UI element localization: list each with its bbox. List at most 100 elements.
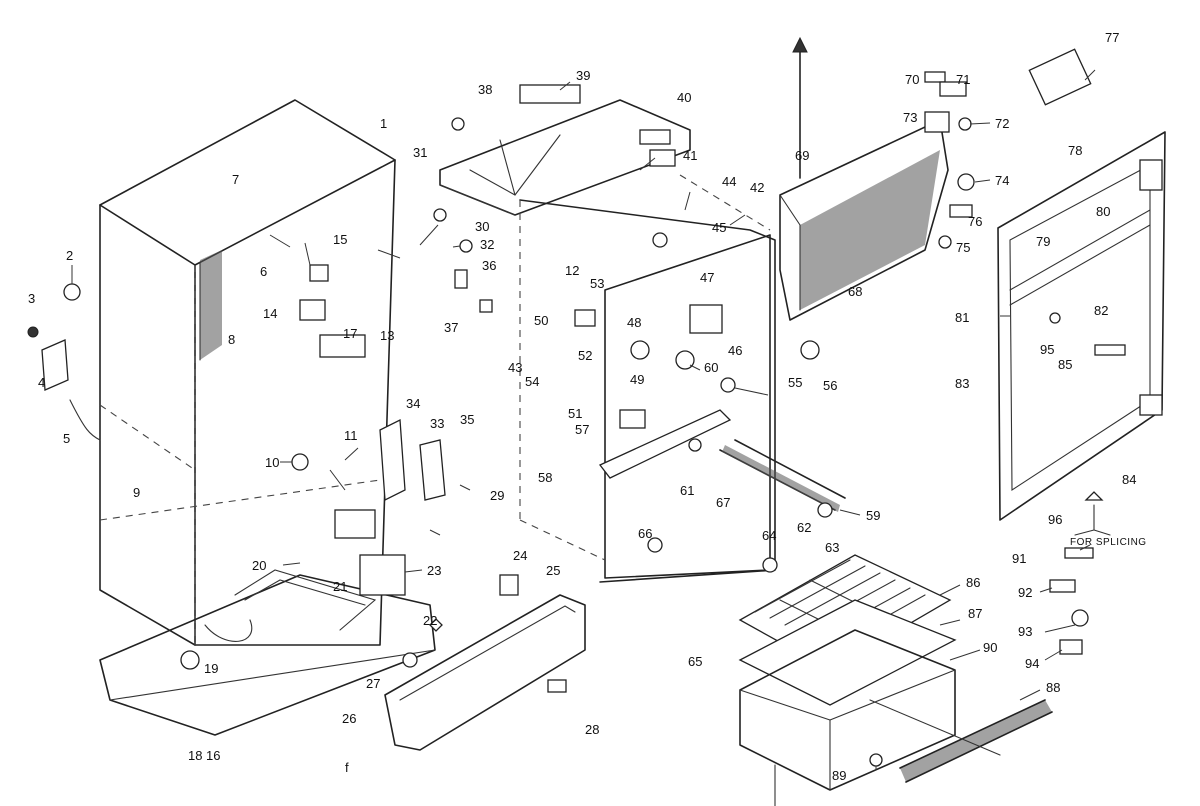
label-3: 3 xyxy=(28,291,35,306)
label-61: 61 xyxy=(680,483,694,498)
small-parts xyxy=(27,48,1126,806)
label-45: 45 xyxy=(712,220,726,235)
label-53: 53 xyxy=(590,276,604,291)
freezer-liner xyxy=(519,174,846,583)
label-93: 93 xyxy=(1018,624,1032,639)
label-69: 69 xyxy=(795,148,809,163)
label-88: 88 xyxy=(1046,680,1060,695)
splicing-note: FOR SPLICING xyxy=(1070,537,1147,548)
label-25: 25 xyxy=(546,563,560,578)
label-5: 5 xyxy=(63,431,70,446)
label-12: 12 xyxy=(565,263,579,278)
label-6: 6 xyxy=(260,264,267,279)
label-31: 31 xyxy=(413,145,427,160)
label-14: 14 xyxy=(263,306,277,321)
label-35: 35 xyxy=(460,412,474,427)
label-40: 40 xyxy=(677,90,691,105)
label-85: 85 xyxy=(1058,357,1072,372)
label-86: 86 xyxy=(966,575,980,590)
label-75: 75 xyxy=(956,240,970,255)
label-26: 26 xyxy=(342,711,356,726)
label-84: 84 xyxy=(1122,472,1136,487)
label-8: 8 xyxy=(228,332,235,347)
label-92: 92 xyxy=(1018,585,1032,600)
label-37: 37 xyxy=(444,320,458,335)
label-10: 10 xyxy=(265,455,279,470)
label-34: 34 xyxy=(406,396,420,411)
label-28: 28 xyxy=(585,722,599,737)
label-32: 32 xyxy=(480,237,494,252)
label-38: 38 xyxy=(478,82,492,97)
label-65: 65 xyxy=(688,654,702,669)
label-59: 59 xyxy=(866,508,880,523)
label-90: 90 xyxy=(983,640,997,655)
label-78: 78 xyxy=(1068,143,1082,158)
label-27: 27 xyxy=(366,676,380,691)
label-13: 13 xyxy=(380,328,394,343)
ice-tray-assembly xyxy=(738,554,1053,791)
label-76: 76 xyxy=(968,214,982,229)
label-74: 74 xyxy=(995,173,1009,188)
label-55: 55 xyxy=(788,375,802,390)
label-22: 22 xyxy=(423,613,437,628)
label-29: 29 xyxy=(490,488,504,503)
label-91: 91 xyxy=(1012,551,1026,566)
label-83: 83 xyxy=(955,376,969,391)
label-66: 66 xyxy=(638,526,652,541)
label-64: 64 xyxy=(762,528,776,543)
label-23: 23 xyxy=(427,563,441,578)
label-17: 17 xyxy=(343,326,357,341)
label-47: 47 xyxy=(700,270,714,285)
base-pan xyxy=(99,569,436,736)
label-50: 50 xyxy=(534,313,548,328)
label-94: 94 xyxy=(1025,656,1039,671)
cabinet-shell xyxy=(99,99,396,646)
label-67: 67 xyxy=(716,495,730,510)
label-21: 21 xyxy=(333,579,347,594)
label-96: 96 xyxy=(1048,512,1062,527)
callout-labels: 1 2 3 4 5 6 7 8 9 10 11 12 13 14 15 16 1… xyxy=(28,30,1147,783)
front-trim xyxy=(384,594,586,751)
label-9: 9 xyxy=(133,485,140,500)
label-80: 80 xyxy=(1096,204,1110,219)
label-62: 62 xyxy=(797,520,811,535)
label-39: 39 xyxy=(576,68,590,83)
label-41: 41 xyxy=(683,148,697,163)
label-89: 89 xyxy=(832,768,846,783)
label-49: 49 xyxy=(630,372,644,387)
door-liner xyxy=(997,131,1166,521)
label-54: 54 xyxy=(525,374,539,389)
label-42: 42 xyxy=(750,180,764,195)
label-36: 36 xyxy=(482,258,496,273)
label-72: 72 xyxy=(995,116,1009,131)
label-56: 56 xyxy=(823,378,837,393)
label-95: 95 xyxy=(1040,342,1054,357)
label-2: 2 xyxy=(66,248,73,263)
top-cover xyxy=(439,99,691,216)
label-77: 77 xyxy=(1105,30,1119,45)
label-73: 73 xyxy=(903,110,917,125)
label-79: 79 xyxy=(1036,234,1050,249)
label-60: 60 xyxy=(704,360,718,375)
label-82: 82 xyxy=(1094,303,1108,318)
label-43: 43 xyxy=(508,360,522,375)
stray-mark: f xyxy=(345,760,349,775)
label-1: 1 xyxy=(380,116,387,131)
label-30: 30 xyxy=(475,219,489,234)
label-68: 68 xyxy=(848,284,862,299)
leader-lines xyxy=(71,69,1096,770)
label-63: 63 xyxy=(825,540,839,555)
ice-maker-panel xyxy=(779,36,949,321)
label-58: 58 xyxy=(538,470,552,485)
label-70: 70 xyxy=(905,72,919,87)
label-11: 11 xyxy=(344,428,358,443)
label-48: 48 xyxy=(627,315,641,330)
label-16: 16 xyxy=(206,748,220,763)
label-4: 4 xyxy=(38,375,45,390)
label-19: 19 xyxy=(204,661,218,676)
label-20: 20 xyxy=(252,558,266,573)
label-52: 52 xyxy=(578,348,592,363)
label-15: 15 xyxy=(333,232,347,247)
label-71: 71 xyxy=(956,72,970,87)
